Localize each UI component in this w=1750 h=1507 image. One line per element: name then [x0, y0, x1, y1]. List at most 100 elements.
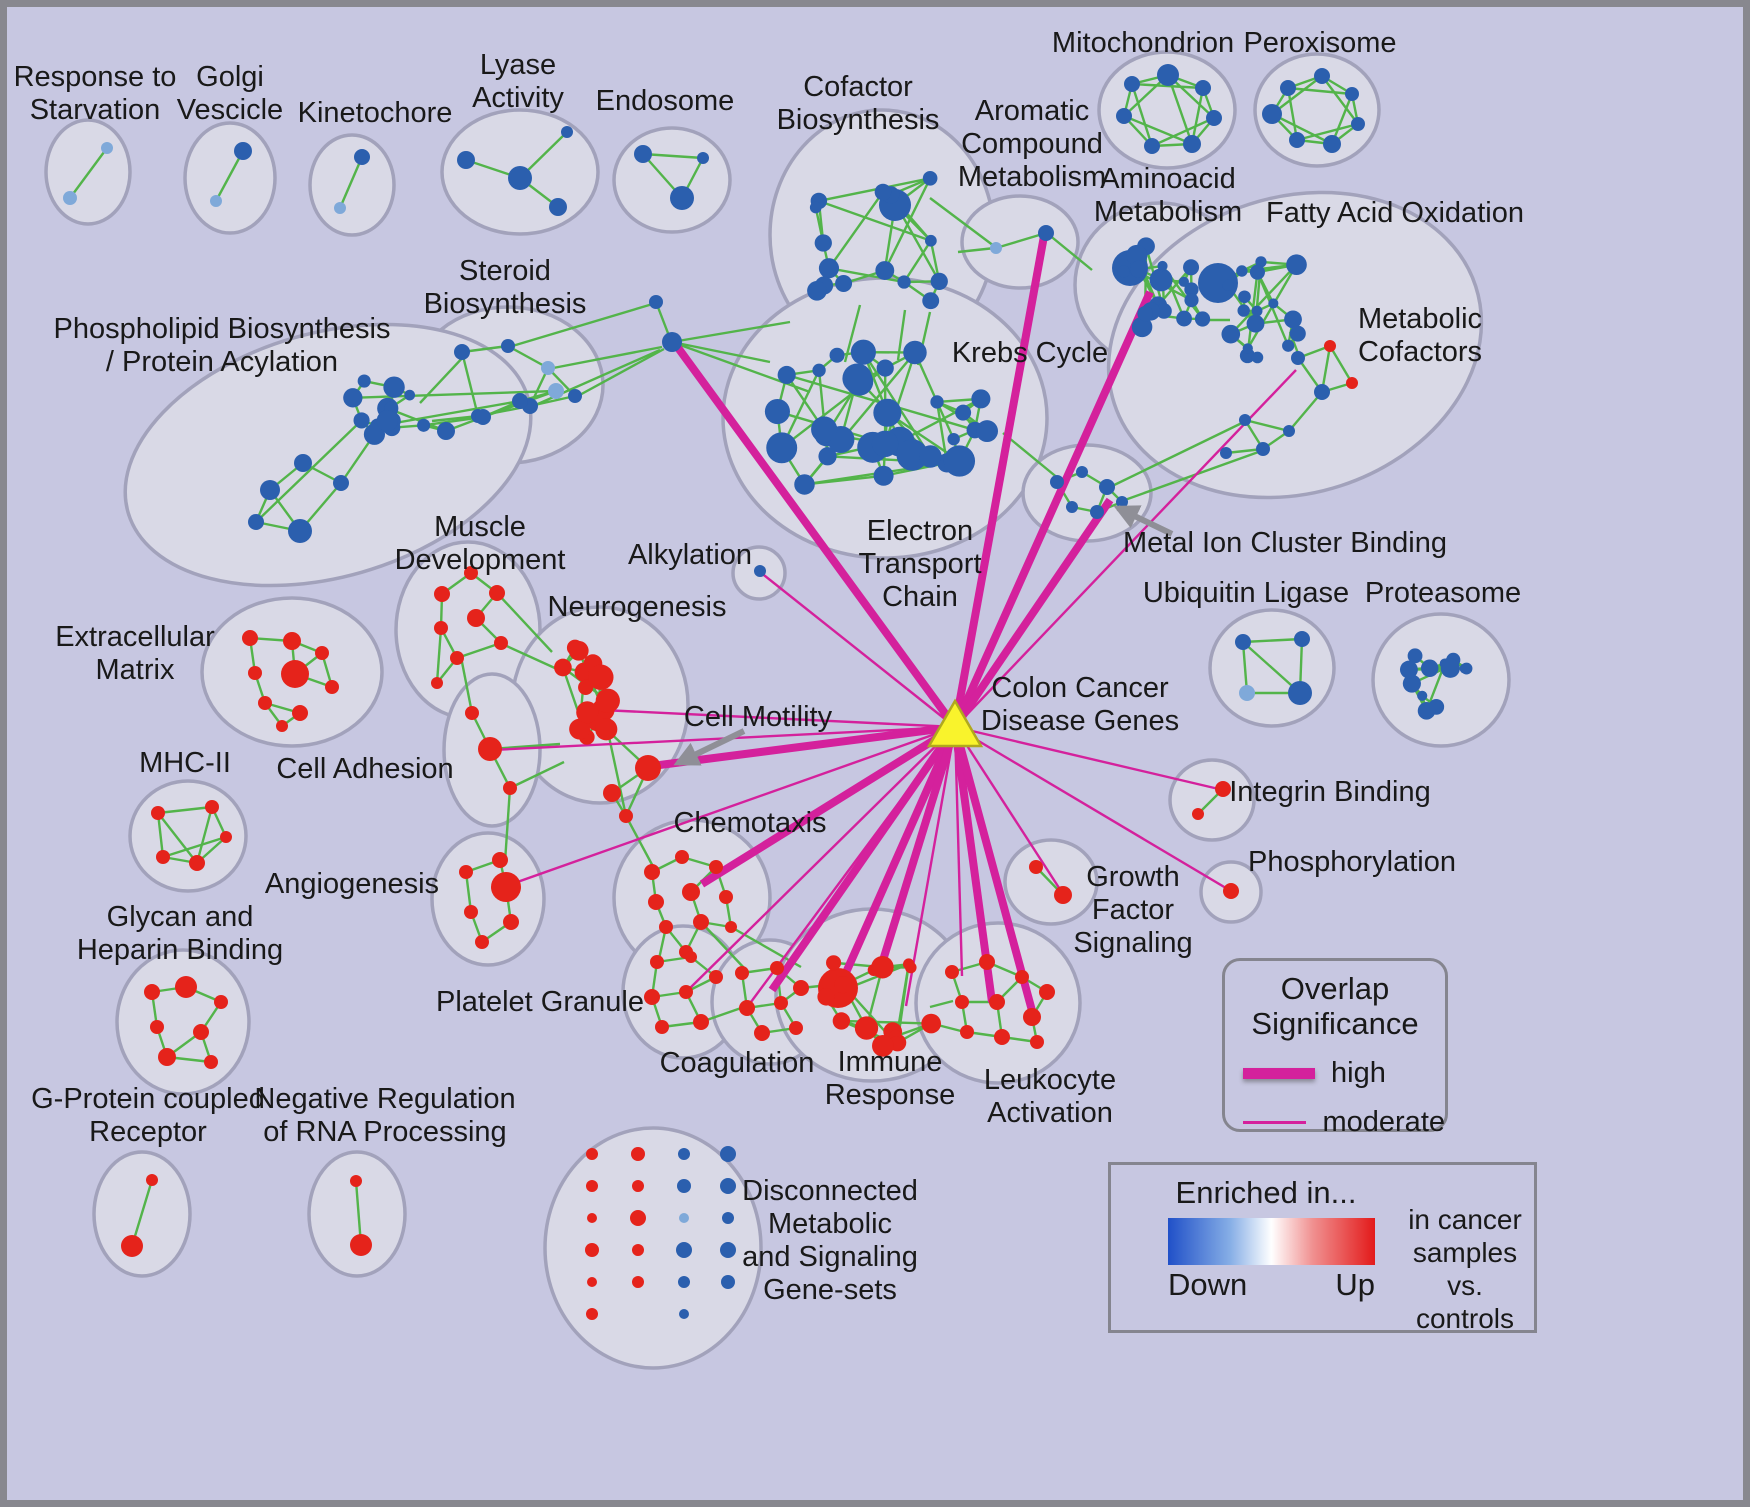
gene-set-node-aminoacid-metabolism[interactable] [1176, 310, 1192, 327]
gene-set-node-immune-response[interactable] [871, 955, 894, 979]
gene-set-node-muscle-development[interactable] [434, 586, 450, 602]
gene-set-node-krebs-cycle[interactable] [873, 398, 902, 427]
gene-set-node-krebs-cycle[interactable] [794, 474, 815, 495]
gene-set-node-krebs-cycle[interactable] [766, 432, 798, 464]
gene-set-node-mhc-ii[interactable] [220, 831, 232, 843]
gene-set-node-neurogenesis[interactable] [603, 784, 621, 802]
gene-set-node-chemotaxis[interactable] [644, 864, 660, 880]
gene-set-node-disconnected-gene-sets[interactable] [586, 1308, 598, 1320]
gene-set-node-disconnected-gene-sets[interactable] [587, 1213, 597, 1223]
gene-set-node-fatty-acid-oxidation[interactable] [1268, 298, 1279, 309]
gene-set-node-immune-response[interactable] [826, 955, 842, 971]
gene-set-node-disconnected-gene-sets[interactable] [721, 1275, 735, 1289]
gene-set-node-cofactor-biosynthesis[interactable] [922, 292, 940, 310]
gene-set-node-extracellular-matrix[interactable] [325, 680, 339, 694]
gene-set-node-phospholipid-biosynthesis[interactable] [475, 409, 491, 425]
gene-set-node-aminoacid-metabolism[interactable] [1129, 260, 1148, 278]
gene-set-node-fatty-acid-oxidation[interactable] [1238, 290, 1251, 304]
gene-set-node-metabolic-cofactors[interactable] [1239, 414, 1251, 426]
gene-set-node-disconnected-gene-sets[interactable] [585, 1243, 599, 1257]
gene-set-node-platelet-granule[interactable] [709, 970, 723, 984]
gene-set-node-disconnected-gene-sets[interactable] [720, 1146, 736, 1162]
gene-set-node-disconnected-gene-sets[interactable] [722, 1212, 734, 1224]
gene-set-node-disconnected-gene-sets[interactable] [720, 1242, 736, 1258]
gene-set-node-metabolic-cofactors[interactable] [1324, 340, 1336, 352]
gene-set-node-glycan-heparin-binding[interactable] [175, 976, 197, 998]
gene-set-node[interactable] [649, 295, 663, 309]
gene-set-node-disconnected-gene-sets[interactable] [630, 1210, 646, 1226]
gene-set-node-phospholipid-biosynthesis[interactable] [376, 410, 399, 432]
gene-set-node-muscle-development[interactable] [431, 677, 443, 689]
gene-set-node-extracellular-matrix[interactable] [281, 660, 309, 688]
gene-set-node-chemotaxis[interactable] [682, 883, 700, 901]
gene-set-node-glycan-heparin-binding[interactable] [150, 1020, 164, 1034]
gene-set-node-krebs-cycle[interactable] [876, 359, 894, 377]
gene-set-node-aminoacid-metabolism[interactable] [1131, 316, 1153, 338]
gene-set-node-platelet-granule[interactable] [685, 951, 697, 963]
gene-set-node-disconnected-gene-sets[interactable] [676, 1242, 692, 1258]
gene-set-node-chemotaxis[interactable] [648, 894, 664, 910]
gene-set-node-disconnected-gene-sets[interactable] [678, 1148, 690, 1160]
gene-set-node-angiogenesis[interactable] [475, 935, 489, 949]
gene-set-node-disconnected-gene-sets[interactable] [586, 1148, 598, 1160]
gene-set-node-fatty-acid-oxidation[interactable] [1242, 343, 1253, 354]
gene-set-node-peroxisome[interactable] [1314, 68, 1330, 84]
gene-set-node-cofactor-biosynthesis[interactable] [922, 170, 938, 186]
gene-set-node-extracellular-matrix[interactable] [315, 646, 329, 660]
gene-set-node-endosome[interactable] [697, 152, 709, 164]
gene-set-node-chemotaxis[interactable] [693, 914, 709, 930]
gene-set-node-mhc-ii[interactable] [156, 850, 170, 864]
gene-set-node-mitochondrion[interactable] [1183, 135, 1201, 153]
gene-set-node-g-protein-coupled-receptor[interactable] [146, 1174, 158, 1186]
gene-set-node-extracellular-matrix[interactable] [276, 720, 288, 732]
gene-set-node-chemotaxis[interactable] [675, 850, 689, 864]
gene-set-node-phospholipid-biosynthesis[interactable] [294, 454, 312, 472]
gene-set-node-immune-response[interactable] [817, 987, 836, 1006]
gene-set-node-mitochondrion[interactable] [1116, 108, 1132, 124]
gene-set-node-leukocyte-activation[interactable] [955, 995, 969, 1009]
gene-set-node-lyase-activity[interactable] [561, 126, 573, 138]
gene-set-node-platelet-granule[interactable] [644, 989, 660, 1005]
gene-set-node-metabolic-cofactors[interactable] [1346, 377, 1358, 389]
gene-set-node-aminoacid-metabolism[interactable] [1137, 305, 1153, 322]
gene-set-node-fatty-acid-oxidation[interactable] [1246, 314, 1265, 333]
gene-set-node-extracellular-matrix[interactable] [248, 666, 262, 680]
gene-set-node-proteasome[interactable] [1420, 659, 1439, 678]
gene-set-node-immune-response[interactable] [921, 1013, 942, 1034]
gene-set-node-aminoacid-metabolism[interactable] [1183, 259, 1200, 276]
gene-set-node-neurogenesis[interactable] [578, 679, 594, 695]
gene-set-node-leukocyte-activation[interactable] [994, 1029, 1010, 1045]
gene-set-node-neurogenesis[interactable] [568, 640, 589, 661]
gene-set-node-leukocyte-activation[interactable] [989, 994, 1005, 1010]
gene-set-node-mitochondrion[interactable] [1195, 80, 1211, 96]
gene-set-node-fatty-acid-oxidation[interactable] [1282, 339, 1295, 352]
gene-set-node-platelet-granule[interactable] [650, 955, 664, 969]
gene-set-node-disconnected-gene-sets[interactable] [677, 1179, 691, 1193]
gene-set-node-response-to-starvation[interactable] [63, 191, 77, 205]
gene-set-node-metabolic-cofactors[interactable] [1256, 442, 1270, 456]
gene-set-node-metal-ion-cluster-binding[interactable] [1076, 466, 1088, 478]
gene-set-node-krebs-cycle[interactable] [850, 339, 876, 365]
gene-set-node-muscle-development[interactable] [494, 636, 508, 650]
gene-set-node-mhc-ii[interactable] [205, 800, 219, 814]
gene-set-node-angiogenesis[interactable] [503, 914, 519, 930]
gene-set-node-coagulation[interactable] [770, 961, 784, 975]
gene-set-node-phospholipid-biosynthesis[interactable] [417, 418, 431, 432]
gene-set-node-integrin-binding[interactable] [1192, 808, 1204, 820]
gene-set-node-krebs-cycle[interactable] [955, 404, 972, 421]
gene-set-node-cofactor-biosynthesis[interactable] [874, 183, 892, 201]
gene-set-node-cofactor-biosynthesis[interactable] [818, 258, 840, 279]
gene-set-node-mitochondrion[interactable] [1124, 76, 1140, 92]
gene-set-node-aromatic-compound-metabolism[interactable] [1038, 225, 1054, 241]
gene-set-node-steroid-biosynthesis[interactable] [541, 361, 555, 375]
gene-set-node-krebs-cycle[interactable] [873, 465, 894, 486]
gene-set-node-krebs-cycle[interactable] [871, 430, 899, 458]
gene-set-node-angiogenesis[interactable] [459, 865, 473, 879]
gene-set-node-phospholipid-biosynthesis[interactable] [357, 374, 371, 388]
gene-set-node-krebs-cycle[interactable] [976, 420, 998, 443]
gene-set-node-peroxisome[interactable] [1289, 132, 1305, 148]
gene-set-node-fatty-acid-oxidation[interactable] [1221, 324, 1241, 344]
gene-set-node-krebs-cycle[interactable] [829, 347, 845, 363]
gene-set-node-proteasome[interactable] [1399, 660, 1418, 679]
gene-set-node-krebs-cycle[interactable] [971, 389, 991, 409]
